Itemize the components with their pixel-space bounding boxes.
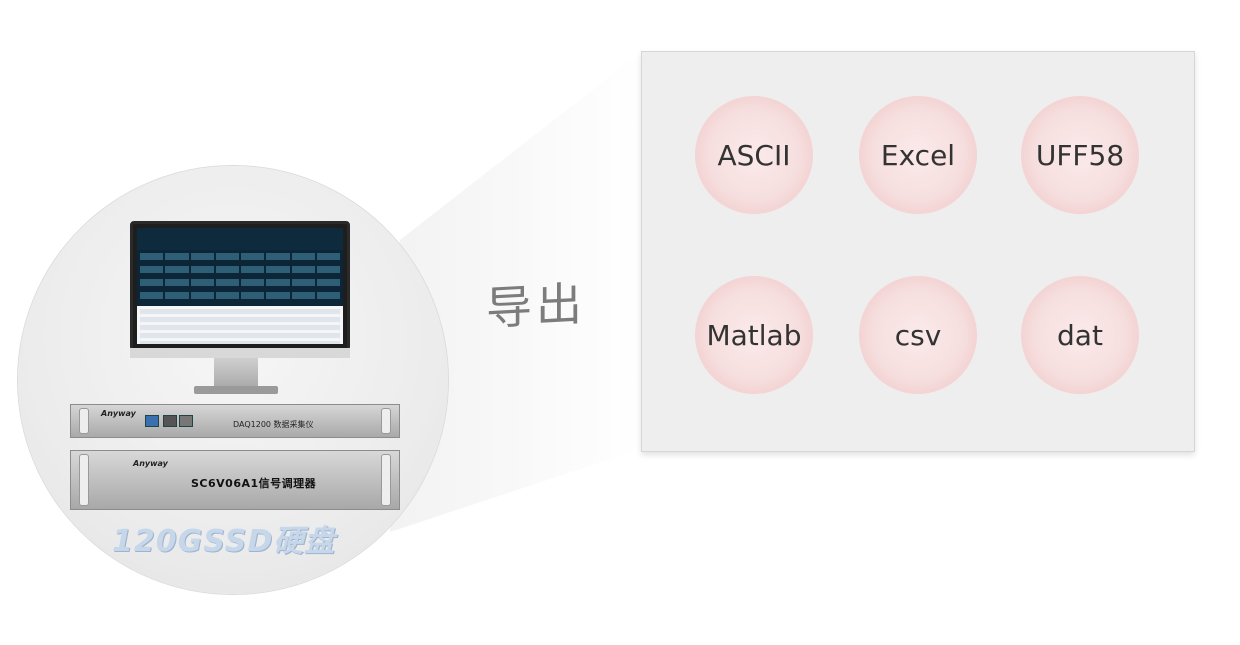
rack-handle	[381, 454, 391, 506]
device-illustration: Anyway DAQ1200 数据采集仪 Anyway SC6V06A1信号调理…	[18, 166, 448, 594]
brand-label: Anyway	[101, 409, 136, 418]
format-csv: csv	[859, 276, 977, 394]
format-uff58: UFF58	[1021, 96, 1139, 214]
rack-handle	[79, 408, 89, 434]
signal-conditioner-label: SC6V06A1信号调理器	[191, 477, 317, 490]
export-title: 导出	[486, 276, 586, 336]
storage-label: 120GSSD硬盘	[112, 524, 336, 559]
monitor-stand	[214, 358, 258, 388]
usb-port-icon	[179, 415, 193, 427]
export-formats-panel: ASCII Excel UFF58 Matlab csv dat	[641, 51, 1195, 452]
format-dat: dat	[1021, 276, 1139, 394]
vga-port-icon	[145, 415, 159, 427]
format-excel: Excel	[859, 96, 977, 214]
format-matlab: Matlab	[695, 276, 813, 394]
monitor-base	[194, 386, 278, 394]
brand-label: Anyway	[133, 459, 168, 468]
format-ascii: ASCII	[695, 96, 813, 214]
rack-handle	[381, 408, 391, 434]
daq-unit-label: DAQ1200 数据采集仪	[233, 420, 314, 429]
monitor	[130, 221, 350, 351]
monitor-chin	[130, 348, 350, 358]
daq-unit: Anyway DAQ1200 数据采集仪	[70, 404, 400, 438]
signal-conditioner-unit: Anyway SC6V06A1信号调理器	[70, 450, 400, 510]
monitor-screen	[137, 228, 343, 344]
ethernet-port-icon	[163, 415, 177, 427]
rack-handle	[79, 454, 89, 506]
